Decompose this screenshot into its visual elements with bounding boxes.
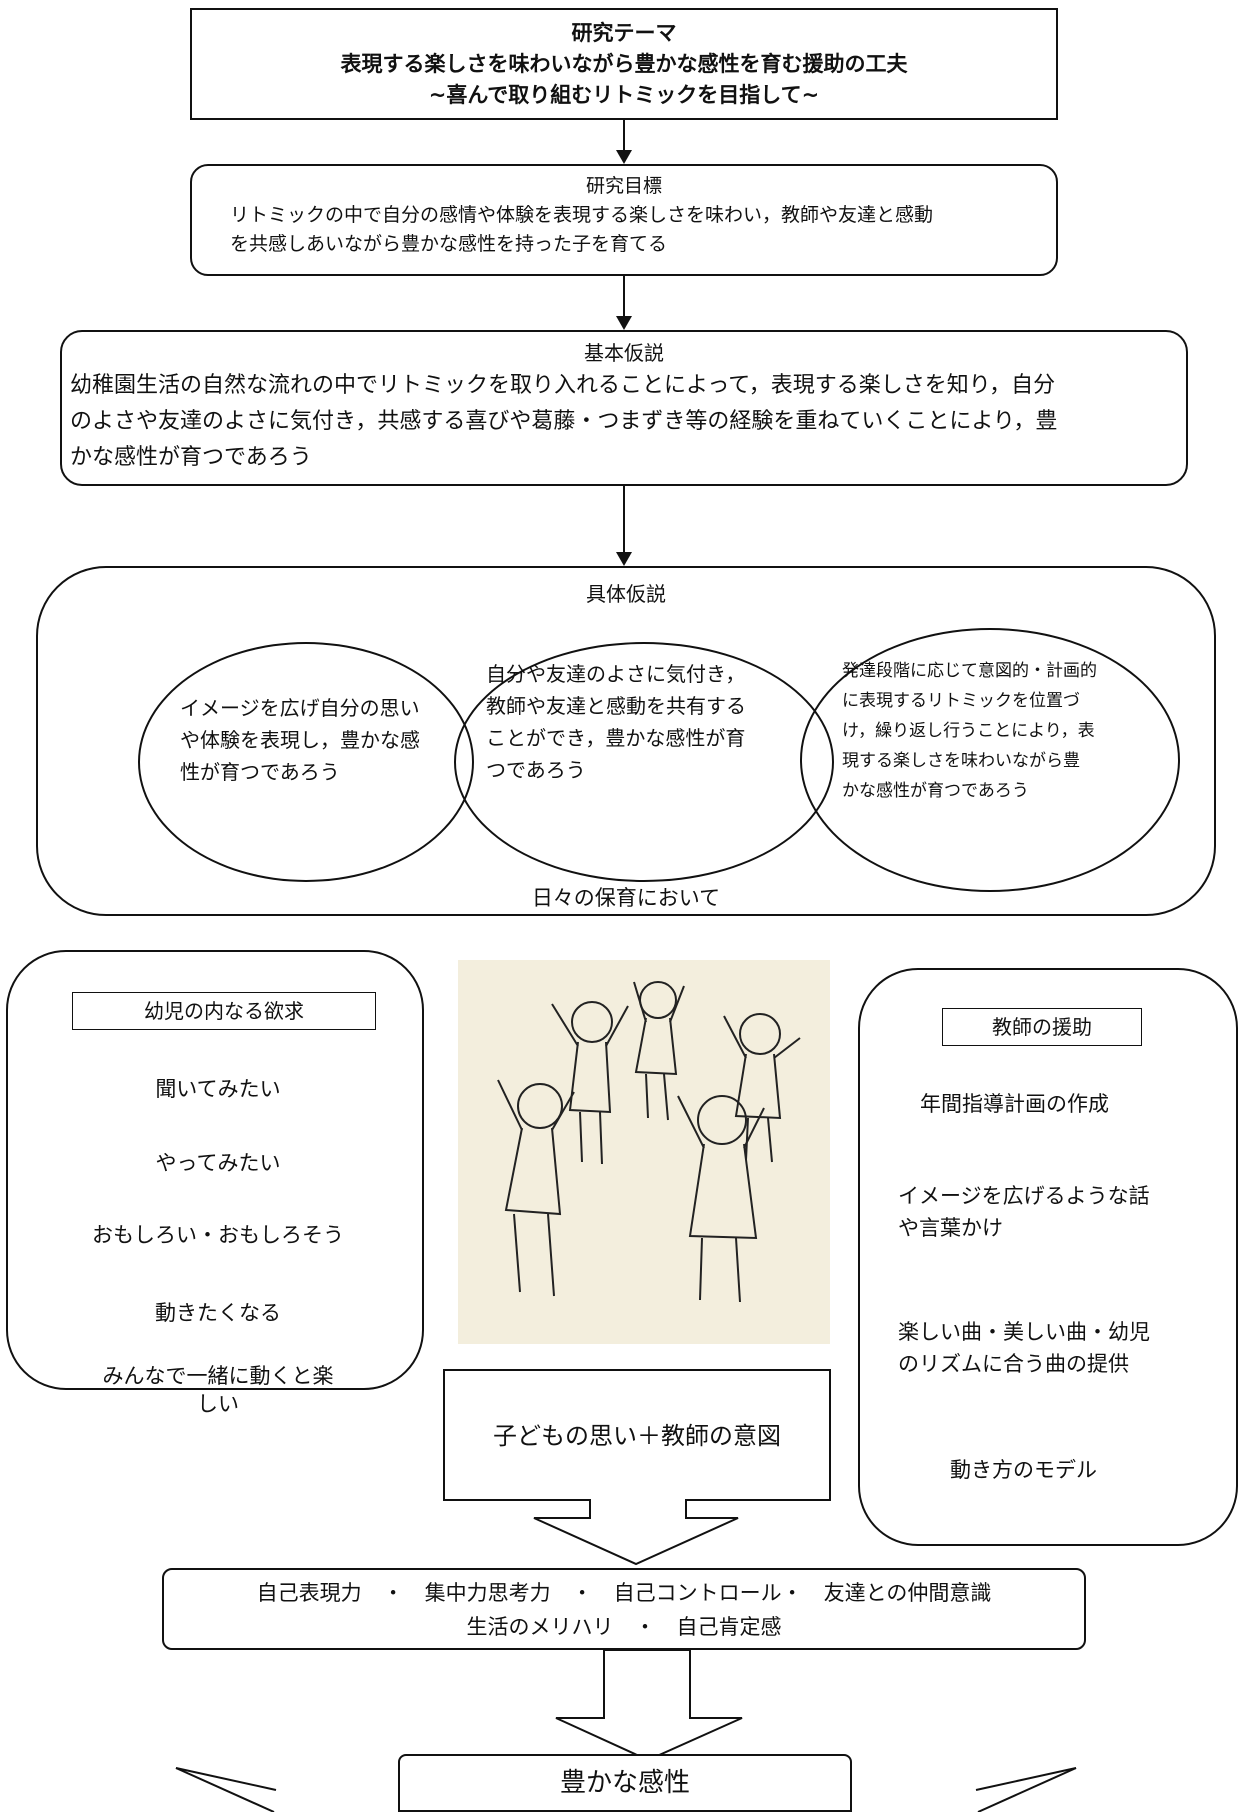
teacher-support-item: 楽しい曲・美しい曲・幼児 のリズムに合う曲の提供 xyxy=(898,1320,1150,1376)
center-arrow-text: 子どもの思い＋教師の意図 xyxy=(493,1422,781,1450)
hyp3-line: に表現するリトミックを位置づ xyxy=(842,691,1080,711)
research-goal-box: 研究目標 リトミックの中で自分の感情や体験を表現する楽しさを味わい，教師や友達と… xyxy=(190,164,1058,276)
result-ribbon xyxy=(175,1767,1077,1812)
skills-to-result-arrow xyxy=(555,1649,743,1762)
child-need-item: 聞いてみたい xyxy=(155,1077,281,1101)
hyp1-line: や体験を表現し，豊かな感 xyxy=(180,728,420,752)
basic-line: 幼稚園生活の自然な流れの中でリトミックを取り入れることによって，表現する楽しさを… xyxy=(70,373,1056,398)
child-needs-panel: 幼児の内なる欲求 聞いてみたい やってみたい おもしろい・おもしろそう 動きたく… xyxy=(6,950,424,1416)
basic-line: のよさや友達のよさに気付き，共感する喜びや葛藤・つまずき等の経験を重ねていくこと… xyxy=(70,409,1058,434)
teacher-support-item: 年間指導計画の作成 xyxy=(920,1092,1109,1116)
hyp2-line: 自分や友達のよさに気付き， xyxy=(486,662,746,686)
hyp3-line: 現する楽しさを味わいながら豊 xyxy=(842,751,1080,771)
theme-title: 表現する楽しさを味わいながら豊かな感性を育む援助の工夫 xyxy=(340,52,908,76)
basic-hypothesis-box: 基本仮説 幼稚園生活の自然な流れの中でリトミックを取り入れることによって，表現す… xyxy=(60,330,1188,486)
hypothesis-2-text: 自分や友達のよさに気付き， 教師や友達と感動を共有する ことができ，豊かな感性が… xyxy=(486,658,786,786)
hyp3-line: け，繰り返し行うことにより，表 xyxy=(842,721,1095,741)
result-box: 豊かな感性 xyxy=(398,1754,852,1812)
basic-hypothesis-label: 基本仮説 xyxy=(584,341,664,365)
goal-line: リトミックの中で自分の感情や体験を表現する楽しさを味わい，教師や友達と感動 xyxy=(230,204,934,226)
hyp1-line: 性が育つであろう xyxy=(180,760,340,784)
skills-line: 自己表現力 ・ 集中力思考力 ・ 自己コントロール・ 友達との仲間意識 xyxy=(256,1581,992,1605)
hyp3-line: かな感性が育つであろう xyxy=(842,781,1029,801)
hyp3-line: 発達段階に応じて意図的・計画的 xyxy=(842,661,1097,681)
hyp2-line: ことができ，豊かな感性が育 xyxy=(486,726,746,750)
arrowhead-1 xyxy=(616,150,632,164)
theme-label: 研究テーマ xyxy=(571,21,677,45)
arrowhead-3 xyxy=(616,552,632,566)
skills-box: 自己表現力 ・ 集中力思考力 ・ 自己コントロール・ 友達との仲間意識 生活のメ… xyxy=(162,1568,1086,1650)
teacher-support-label: 教師の援助 xyxy=(942,1008,1142,1046)
basic-line: かな感性が育つであろう xyxy=(70,445,312,470)
child-needs-label: 幼児の内なる欲求 xyxy=(72,992,376,1030)
research-theme-box: 研究テーマ 表現する楽しさを味わいながら豊かな感性を育む援助の工夫 ~喜んで取り… xyxy=(190,8,1058,120)
goal-label: 研究目標 xyxy=(585,175,662,197)
child-need-item: やってみたい xyxy=(155,1151,281,1175)
hyp1-line: イメージを広げ自分の思い xyxy=(180,696,420,720)
theme-subtitle: ~喜んで取り組むリトミックを目指して~ xyxy=(428,83,820,107)
hypothesis-circle-3 xyxy=(800,628,1180,892)
skills-line: 生活のメリハリ ・ 自己肯定感 xyxy=(466,1615,782,1639)
hypothesis-1-text: イメージを広げ自分の思い や体験を表現し，豊かな感 性が育つであろう xyxy=(180,692,480,788)
hyp2-line: 教師や友達と感動を共有する xyxy=(486,694,746,718)
hyp2-line: つであろう xyxy=(486,758,586,782)
goal-line: を共感しあいながら豊かな感性を持った子を育てる xyxy=(230,233,668,255)
specific-hypothesis-box: 具体仮説 イメージを広げ自分の思い や体験を表現し，豊かな感 性が育つであろう … xyxy=(36,566,1216,916)
arrowhead-2 xyxy=(616,316,632,330)
specific-hypothesis-label: 具体仮説 xyxy=(586,582,666,606)
teacher-support-item: イメージを広げるような話 や言葉かけ xyxy=(898,1184,1150,1240)
dancing-children-illustration xyxy=(458,960,830,1344)
result-text: 豊かな感性 xyxy=(559,1768,690,1798)
teacher-support-panel: 教師の援助 年間指導計画の作成 イメージを広げるような話 や言葉かけ 楽しい曲・… xyxy=(858,968,1238,1546)
specific-hypothesis-footer: 日々の保育において xyxy=(531,886,721,910)
child-need-item: おもしろい・おもしろそう xyxy=(92,1223,344,1247)
hypothesis-3-text: 発達段階に応じて意図的・計画的 に表現するリトミックを位置づ け，繰り返し行うこ… xyxy=(842,656,1142,806)
center-block-arrow xyxy=(443,1369,831,1566)
teacher-support-item: 動き方のモデル xyxy=(950,1458,1097,1482)
basic-hypothesis-text: 幼稚園生活の自然な流れの中でリトミックを取り入れることによって，表現する楽しさを… xyxy=(70,368,1178,476)
child-need-item: みんなで一緒に動くと楽 しい xyxy=(102,1364,334,1416)
goal-text: リトミックの中で自分の感情や体験を表現する楽しさを味わい，教師や友達と感動 を共… xyxy=(206,201,1042,259)
child-need-item: 動きたくなる xyxy=(155,1301,281,1325)
